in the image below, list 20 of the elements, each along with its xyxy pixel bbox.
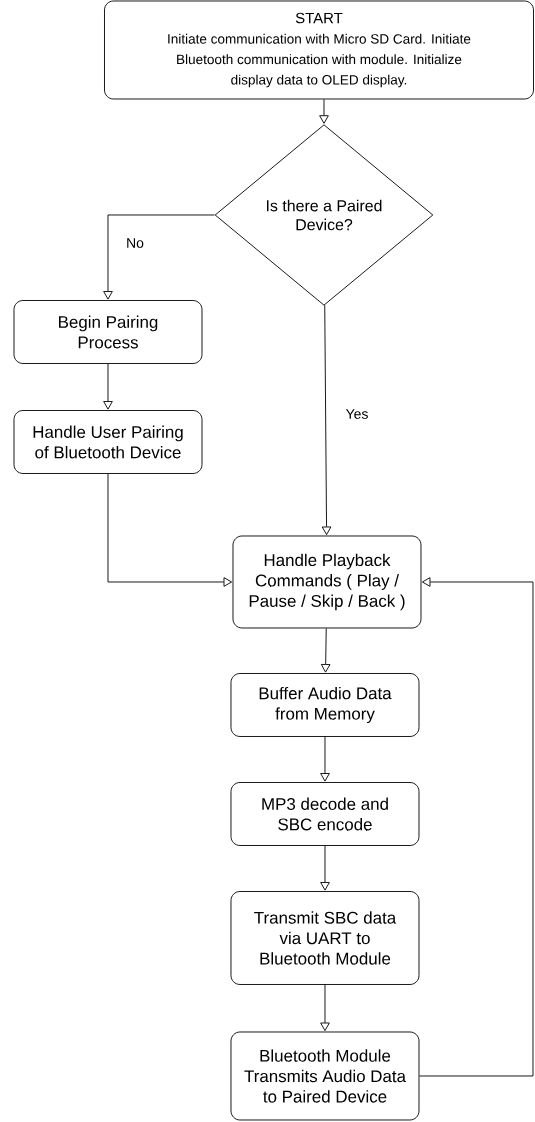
process-box: Handle User Pairing of Bluetooth Device [13, 410, 203, 474]
arrow [320, 984, 330, 1032]
arrow [419, 577, 534, 1077]
process-box: MP3 decode and SBC encode [230, 782, 420, 846]
arrow [103, 214, 215, 300]
edge-label: No [125, 237, 145, 249]
arrow [320, 736, 330, 782]
process-box: Transmit SBC data via UART to Bluetooth Module [230, 891, 420, 985]
arrow [103, 363, 113, 410]
arrow [319, 99, 329, 124]
arrow [320, 628, 331, 673]
arrow [320, 845, 330, 891]
start-box: START Initiate communication with Micro SD Card. Initiate Bluetooth communication with module. Initialize display data to OLED display. [104, 0, 534, 100]
process-box: Buffer Audio Data from Memory [230, 673, 420, 737]
process-box: Begin Pairing Process [13, 300, 203, 364]
edge-label: Yes [344, 408, 370, 420]
arrow [107, 473, 233, 587]
process-box: Bluetooth Module Transmits Audio Data to Paired Device [230, 1031, 420, 1121]
arrow [321, 304, 332, 536]
process-box: Handle Playback Commands ( Play / Pause / Skip / Back ) [232, 535, 422, 629]
